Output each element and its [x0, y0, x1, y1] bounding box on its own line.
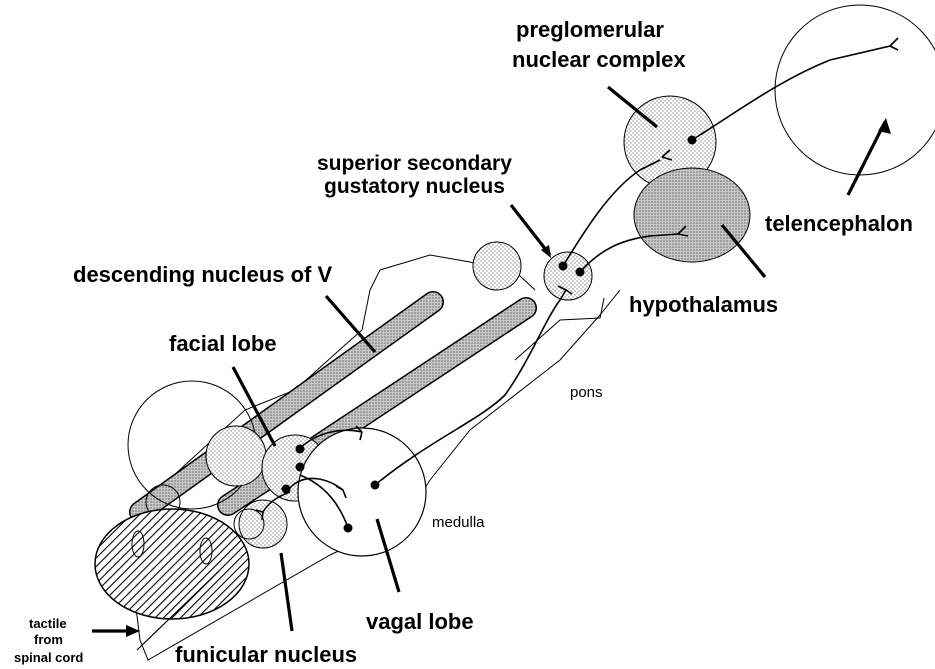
label-vagal-lobe: vagal lobe [366, 609, 474, 634]
hypothalamus-region [634, 168, 750, 262]
upper-nucleus [473, 242, 521, 290]
spinal-cord-section [95, 509, 249, 619]
label-superior-1: superior secondary [317, 152, 512, 175]
label-medulla: medulla [432, 514, 485, 531]
label-preglomerular-2: nuclear complex [512, 47, 686, 72]
leader-descending [326, 296, 375, 352]
telencephalon-outline [775, 5, 935, 175]
label-tactile-3: spinal cord [14, 650, 83, 665]
leader-funicular [281, 553, 292, 631]
label-preglomerular-1: preglomerular [516, 17, 664, 42]
label-hypothalamus: hypothalamus [629, 292, 778, 317]
label-tactile-1: tactile [29, 616, 67, 631]
leader-telencephalon [848, 122, 885, 195]
label-telencephalon: telencephalon [765, 211, 913, 236]
label-tactile-2: from [34, 632, 63, 647]
vagal-lobe-nucleus [298, 428, 426, 556]
label-facial-lobe: facial lobe [169, 331, 277, 356]
label-superior-2: gustatory nucleus [324, 175, 505, 198]
small-nucleus-left [206, 426, 266, 486]
label-pons: pons [570, 384, 603, 401]
funicular-nucleus [239, 500, 287, 548]
label-descending: descending nucleus of V [73, 262, 332, 287]
leader-superior [511, 205, 550, 255]
axon-preglomerular-to-telencephalon [692, 46, 890, 140]
label-funicular: funicular nucleus [175, 642, 357, 667]
